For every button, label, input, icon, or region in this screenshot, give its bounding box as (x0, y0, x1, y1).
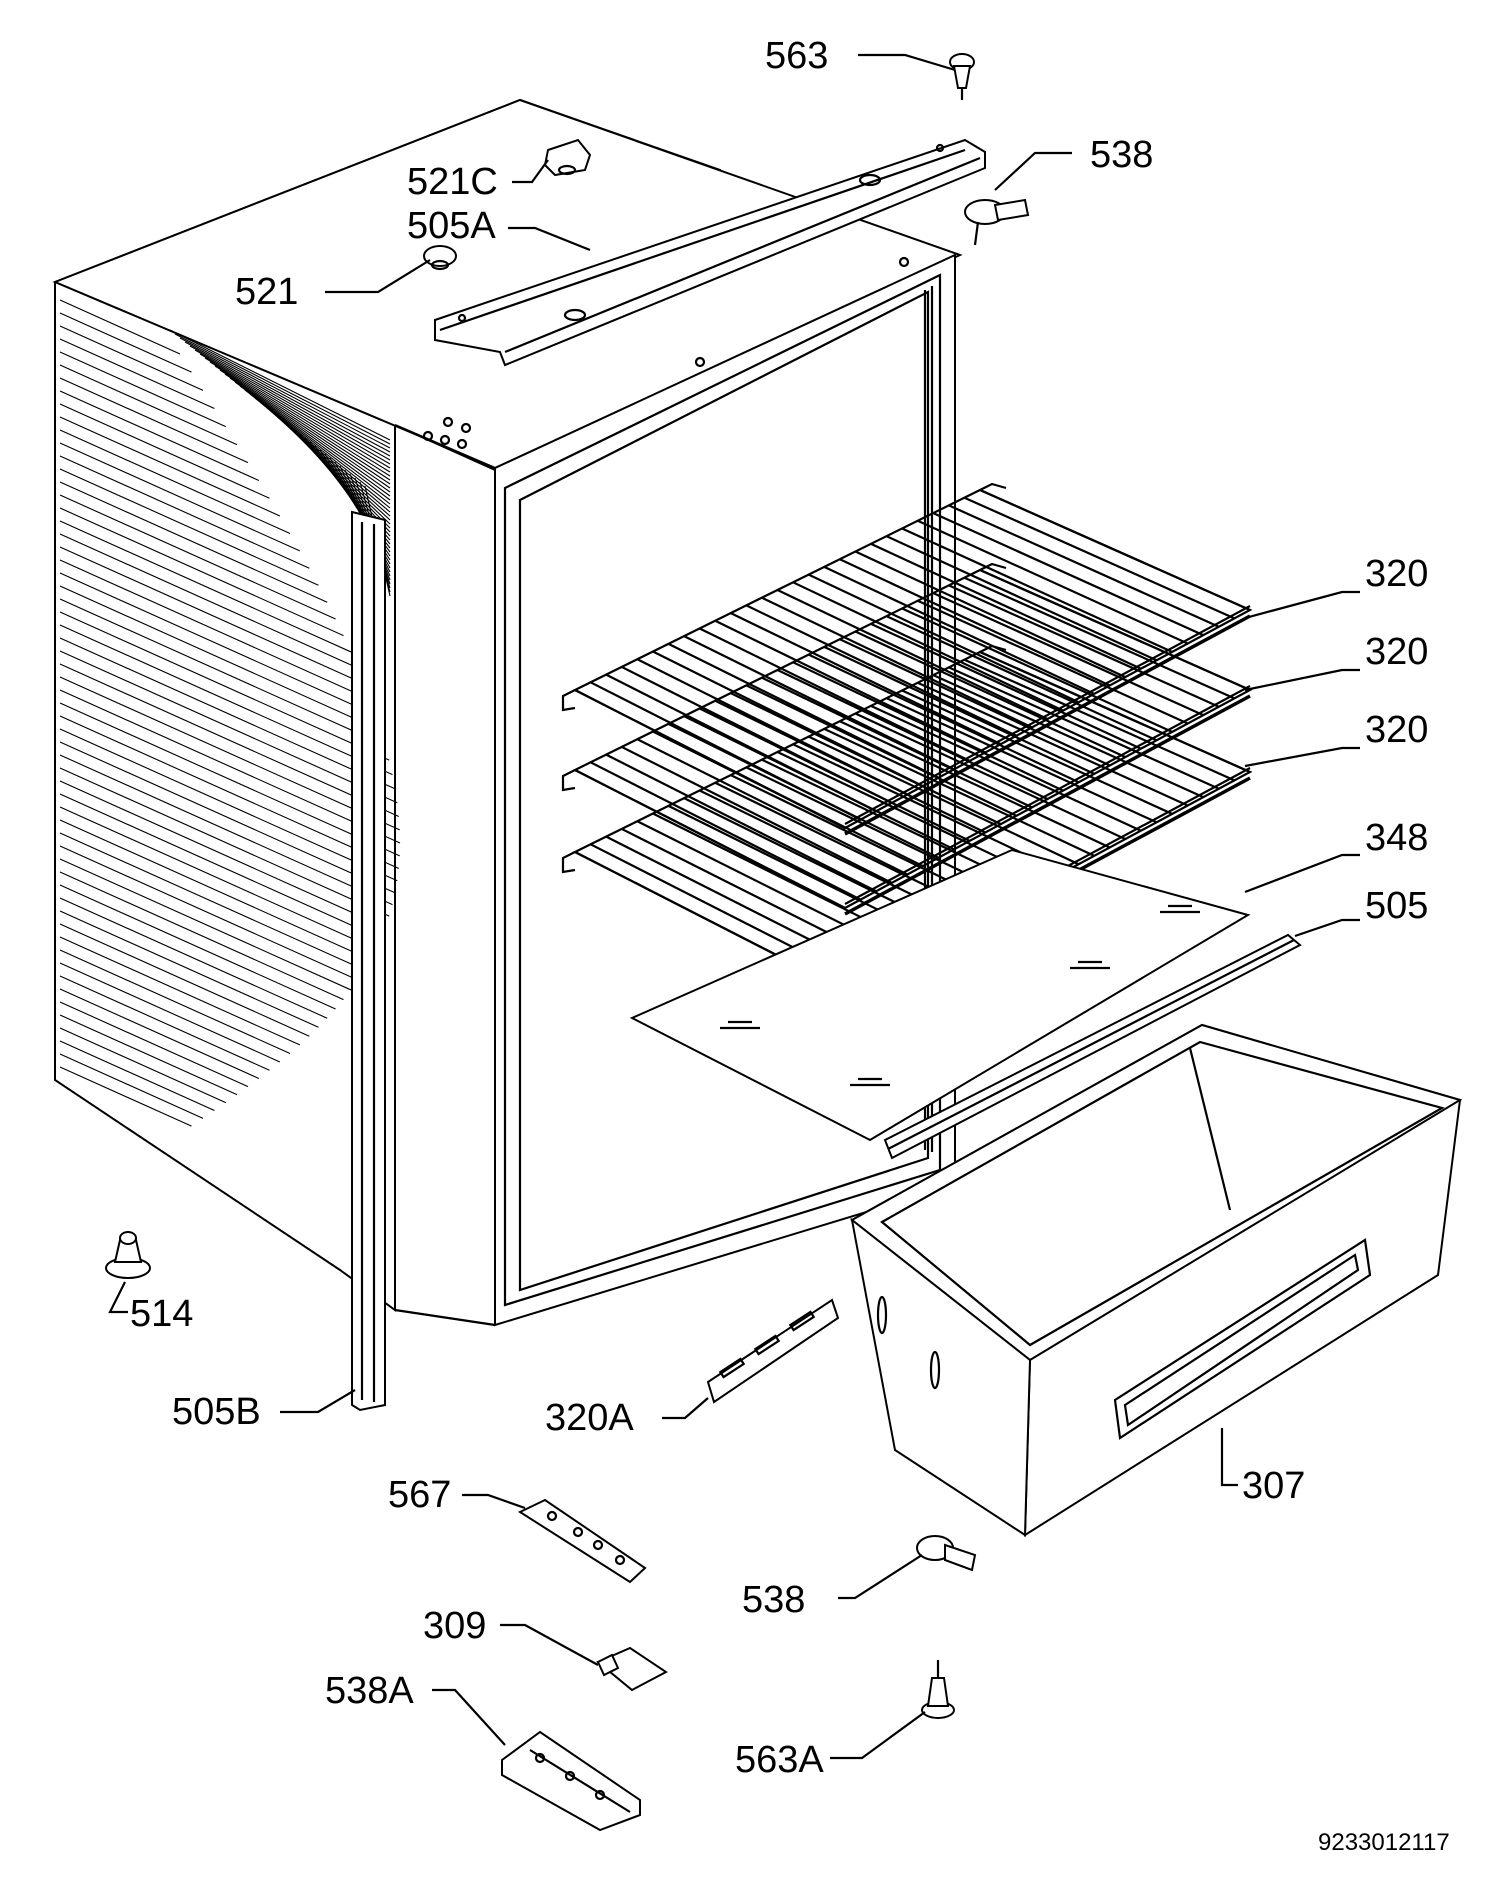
label-563a: 563A (735, 1739, 824, 1781)
top-hinge-rail (434, 138, 986, 367)
label-538-bottom: 538 (742, 1579, 805, 1621)
crisper-drawer (850, 1023, 1463, 1537)
label-348: 348 (1365, 817, 1428, 859)
part-538a-hinge-plate (501, 1730, 641, 1832)
label-538-top: 538 (1090, 134, 1153, 176)
label-320-2: 320 (1365, 631, 1428, 673)
label-563: 563 (765, 35, 828, 77)
label-320-1: 320 (1365, 553, 1428, 595)
side-panel-shading (59, 299, 401, 1127)
label-521c: 521C (407, 161, 498, 203)
part-538-hinge-top (964, 198, 1030, 246)
drawing-number: 9233012117 (1318, 1829, 1450, 1856)
label-567: 567 (388, 1474, 451, 1516)
label-505a: 505A (407, 205, 496, 247)
part-309-cover (596, 1646, 668, 1692)
leader-lines (108, 53, 1360, 1760)
glass-plate (629, 848, 1251, 1142)
door-seal-strip (351, 510, 386, 1412)
label-320a: 320A (545, 1397, 634, 1439)
label-505: 505 (1365, 885, 1428, 927)
part-567-bracket (517, 1498, 647, 1584)
part-538-hinge-bottom (916, 1535, 977, 1572)
front-trim-strip (883, 933, 1302, 1160)
drawer-guide-rail (706, 1298, 840, 1404)
label-320-3: 320 (1365, 709, 1428, 751)
cabinet (52, 98, 963, 1327)
part-563-screw (949, 53, 975, 100)
label-505b: 505B (172, 1391, 261, 1433)
part-514-foot (105, 1231, 151, 1279)
part-521-cap (423, 245, 457, 271)
label-514: 514 (130, 1293, 193, 1335)
label-307: 307 (1242, 1465, 1305, 1507)
label-521: 521 (235, 271, 298, 313)
part-563a-foot-screw (921, 1660, 955, 1719)
label-538a: 538A (325, 1670, 414, 1712)
label-309: 309 (423, 1605, 486, 1647)
